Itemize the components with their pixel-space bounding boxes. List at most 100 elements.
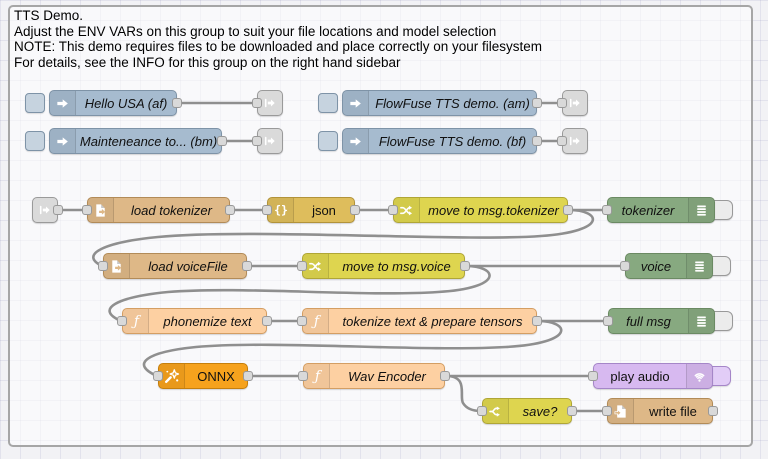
input-port[interactable] — [388, 205, 398, 215]
input-port[interactable] — [252, 98, 262, 108]
node-link-in[interactable] — [32, 197, 58, 223]
output-port[interactable] — [567, 406, 577, 416]
output-port[interactable] — [242, 261, 252, 271]
output-port[interactable] — [460, 261, 470, 271]
node-move-to-msg-voice[interactable]: move to msg.voice — [302, 253, 465, 279]
node-label: tokenizer — [608, 198, 688, 222]
input-port[interactable] — [262, 205, 272, 215]
wire — [446, 376, 481, 411]
input-port[interactable] — [117, 316, 127, 326]
input-port[interactable] — [82, 205, 92, 215]
output-port[interactable] — [708, 406, 718, 416]
node-tokenize-text-prepare-tensors[interactable]: ƒtokenize text & prepare tensors — [302, 308, 537, 334]
input-port[interactable] — [252, 136, 262, 146]
input-port[interactable] — [588, 371, 598, 381]
node-write-file[interactable]: write file — [607, 398, 713, 424]
node-wav-encoder[interactable]: ƒWav Encoder — [303, 363, 445, 389]
group-comment: TTS Demo. Adjust the ENV VARs on this gr… — [14, 8, 542, 70]
inject-button[interactable] — [318, 93, 338, 113]
node-inject-hello-usa[interactable]: Hello USA (af) — [49, 90, 177, 116]
output-port[interactable] — [217, 136, 227, 146]
output-port[interactable] — [225, 205, 235, 215]
node-label: tokenize text & prepare tensors — [329, 309, 536, 333]
output-port[interactable] — [532, 98, 542, 108]
node-label: play audio — [594, 364, 686, 388]
node-label: move to msg.tokenizer — [420, 198, 567, 222]
input-port[interactable] — [602, 205, 612, 215]
output-port[interactable] — [350, 205, 360, 215]
node-phonemize-text[interactable]: ƒ phonemize text — [122, 308, 267, 334]
link-arrow-icon — [263, 134, 277, 148]
node-link-out-1[interactable] — [257, 90, 283, 116]
input-port[interactable] — [602, 406, 612, 416]
inject-button[interactable] — [318, 131, 338, 151]
node-label: Hello USA (af) — [76, 91, 176, 115]
node-debug-tokenizer[interactable]: tokenizer — [607, 197, 715, 223]
node-label: move to msg.voice — [329, 254, 464, 278]
input-port[interactable] — [603, 316, 613, 326]
node-label: json — [294, 198, 354, 222]
svg-text:ƒ: ƒ — [130, 314, 141, 329]
node-debug-full-msg[interactable]: full msg — [608, 308, 715, 334]
node-label: write file — [634, 399, 712, 423]
node-debug-voice[interactable]: voice — [625, 253, 713, 279]
output-port[interactable] — [53, 205, 63, 215]
link-arrow-icon — [568, 134, 582, 148]
node-load-voicefile[interactable]: load voiceFile — [103, 253, 247, 279]
node-label: load tokenizer — [114, 198, 229, 222]
node-onnx[interactable]: ONNX — [158, 363, 248, 389]
node-move-to-msg-tokenizer[interactable]: move to msg.tokenizer — [393, 197, 568, 223]
node-label: ONNX — [185, 364, 247, 388]
input-port[interactable] — [98, 261, 108, 271]
node-link-out-2[interactable] — [257, 128, 283, 154]
node-load-tokenizer[interactable]: load tokenizer — [87, 197, 230, 223]
node-label: save? — [509, 399, 571, 423]
node-label: voice — [626, 254, 686, 278]
input-port[interactable] — [153, 371, 163, 381]
comment-line: TTS Demo. — [14, 8, 542, 24]
output-port[interactable] — [440, 371, 450, 381]
inject-arrow-icon — [50, 91, 76, 115]
input-port[interactable] — [557, 98, 567, 108]
input-port[interactable] — [620, 261, 630, 271]
output-port[interactable] — [243, 371, 253, 381]
output-port[interactable] — [532, 316, 542, 326]
output-port[interactable] — [563, 205, 573, 215]
node-json[interactable]: {} json — [267, 197, 355, 223]
debug-bars-icon — [686, 254, 712, 278]
node-label: phonemize text — [149, 309, 266, 333]
inject-button[interactable] — [25, 131, 45, 151]
input-port[interactable] — [297, 316, 307, 326]
svg-text:{}: {} — [274, 203, 288, 217]
node-label: load voiceFile — [130, 254, 246, 278]
input-port[interactable] — [557, 136, 567, 146]
node-link-out-3[interactable] — [562, 90, 588, 116]
node-label: FlowFuse TTS demo. (bf) — [369, 129, 536, 153]
debug-bars-icon — [688, 198, 714, 222]
node-inject-maintenance[interactable]: Mainteneance to... (bm) — [49, 128, 222, 154]
input-port[interactable] — [477, 406, 487, 416]
output-port[interactable] — [262, 316, 272, 326]
node-save-switch[interactable]: save? — [482, 398, 572, 424]
input-port[interactable] — [297, 261, 307, 271]
node-inject-flowfuse-am[interactable]: FlowFuse TTS demo. (am) — [342, 90, 537, 116]
inject-button[interactable] — [25, 93, 45, 113]
comment-line: NOTE: This demo requires files to be dow… — [14, 39, 542, 55]
node-inject-flowfuse-bf[interactable]: FlowFuse TTS demo. (bf) — [342, 128, 537, 154]
input-port[interactable] — [298, 371, 308, 381]
comment-line: For details, see the INFO for this group… — [14, 55, 542, 71]
node-play-audio[interactable]: play audio — [593, 363, 713, 389]
comment-line: Adjust the ENV VARs on this group to sui… — [14, 24, 542, 40]
debug-bars-icon — [688, 309, 714, 333]
node-label: full msg — [609, 309, 688, 333]
link-arrow-icon — [38, 203, 52, 217]
link-arrow-icon — [568, 96, 582, 110]
node-label: Mainteneance to... (bm) — [76, 129, 221, 153]
inject-arrow-icon — [50, 129, 76, 153]
node-label: Wav Encoder — [330, 364, 444, 388]
output-port[interactable] — [172, 98, 182, 108]
output-port[interactable] — [532, 136, 542, 146]
audio-waves-icon — [686, 364, 712, 388]
node-link-out-4[interactable] — [562, 128, 588, 154]
